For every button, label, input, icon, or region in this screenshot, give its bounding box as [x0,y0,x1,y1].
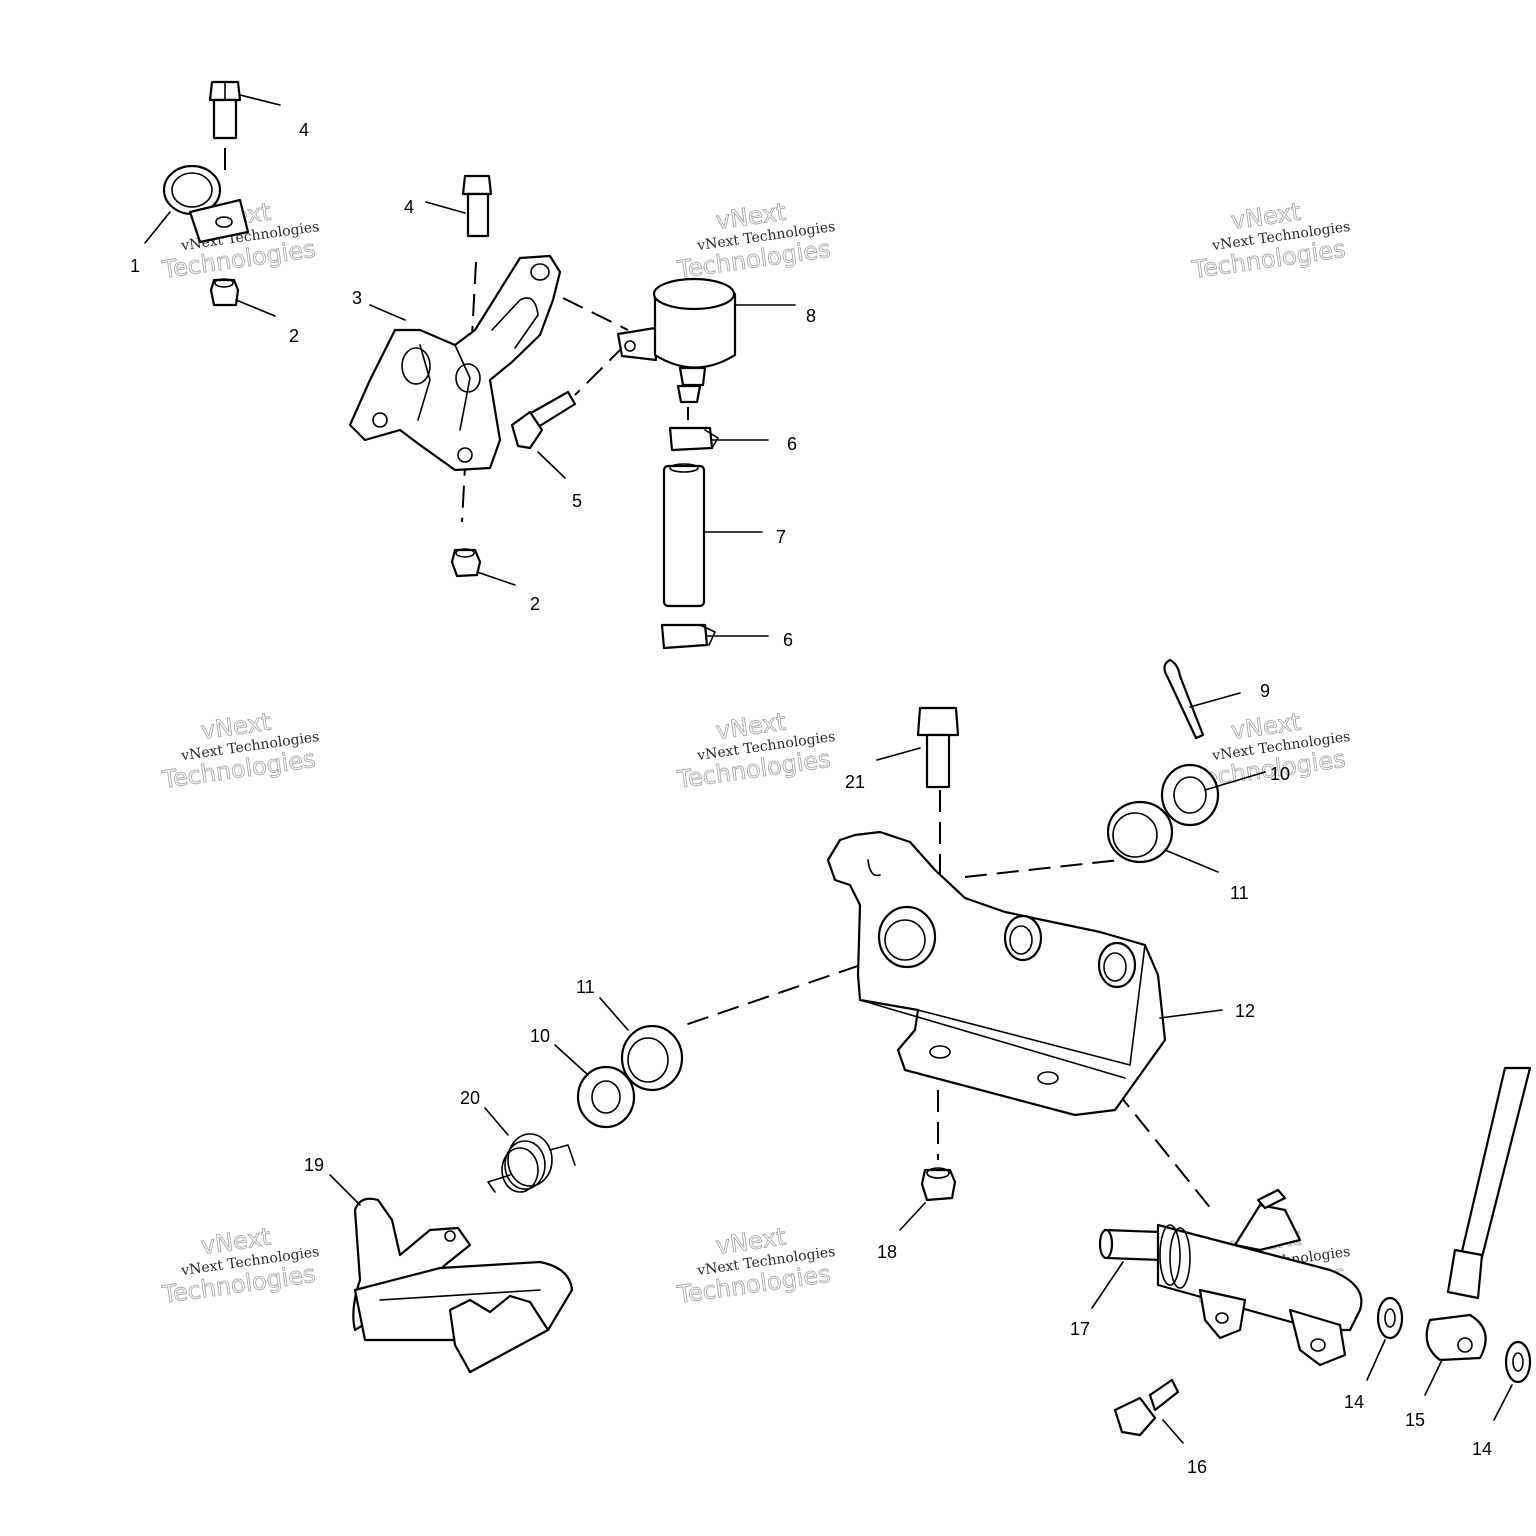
leader-lines [144,94,1513,1444]
watermark: vNext Technologies vNext Technologies [674,197,836,284]
watermarks: vNext Technologies vNext Technologies vN… [159,197,1351,1309]
spring-20 [487,1133,576,1193]
watermark: vNext Technologies vNext Technologies [159,707,320,794]
watermark: vNext Technologies vNext Technologies [674,1222,836,1309]
hose-7 [662,463,706,608]
bolt-21 [916,706,960,789]
callout-11: 11 [576,977,595,997]
watermark: vNext Technologies vNext Technologies [1189,197,1351,284]
callout-15: 15 [1405,1410,1425,1430]
callout-14: 14 [1472,1439,1492,1459]
hose-clamp-6-lower [660,623,716,650]
bolt-4-bracket [461,174,493,238]
callout-17: 17 [1070,1319,1090,1339]
brake-pedal-19 [352,1197,574,1374]
bushing-11-lower [620,1024,684,1092]
callout-2: 2 [289,326,299,346]
callout-4: 4 [404,197,414,217]
master-cylinder-17 [1098,1188,1363,1367]
callout-20: 20 [460,1088,480,1108]
clevis-rod-15 [1425,1066,1532,1362]
nut-18 [920,1167,957,1202]
callout-1: 1 [130,256,140,276]
callout-6: 6 [783,630,793,650]
bracket-12 [826,830,1167,1117]
callout-10: 10 [1270,764,1290,784]
reservoir-8 [616,277,737,404]
bolt-16 [1113,1378,1180,1437]
cotter-pin-9 [1163,658,1205,740]
callout-12: 12 [1235,1001,1255,1021]
washer-14-left [1376,1296,1404,1340]
washer-10-upper [1160,763,1220,827]
washer-14-right [1504,1340,1532,1384]
callout-11: 11 [1230,883,1249,903]
nut-2-lower [450,548,482,578]
callout-9: 9 [1260,681,1270,701]
callout-21: 21 [845,772,865,792]
callout-labels: 4 1 2 3 4 8 5 6 7 2 6 9 21 10 11 12 11 1… [130,120,1492,1477]
callout-8: 8 [806,306,816,326]
watermark: vNext Technologies vNext Technologies [1189,707,1351,794]
callout-2: 2 [530,594,540,614]
callout-6: 6 [787,434,797,454]
callout-3: 3 [352,288,362,308]
washer-10-lower [576,1065,636,1129]
hose-clamp-6-upper [668,426,719,452]
bushing-11-upper [1106,800,1174,864]
callout-7: 7 [776,527,786,547]
nut-2-upper [209,278,240,307]
watermark: vNext Technologies vNext Technologies [674,707,836,794]
callout-14: 14 [1344,1392,1364,1412]
callout-4: 4 [299,120,309,140]
callout-5: 5 [572,491,582,511]
callout-18: 18 [877,1242,897,1262]
watermark: vNext Technologies vNext Technologies [159,1222,320,1309]
callout-19: 19 [304,1155,324,1175]
callout-10: 10 [530,1026,550,1046]
bolt-5 [510,390,577,450]
bolt-4-upper-left [208,80,242,140]
bracket-3 [348,254,562,472]
callout-16: 16 [1187,1457,1207,1477]
clamp-1 [162,164,250,244]
